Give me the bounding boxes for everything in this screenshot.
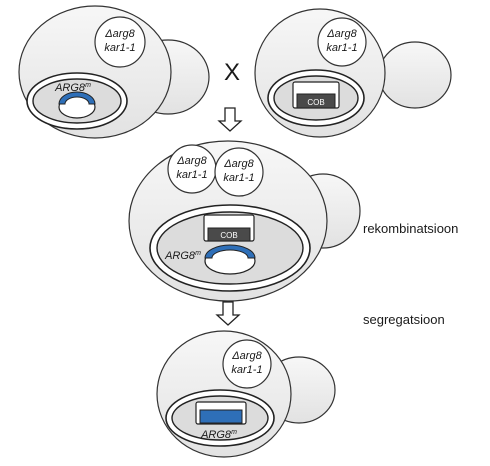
arg8m-gene-block	[199, 409, 243, 424]
arrow-down-1	[217, 107, 243, 132]
nucleus-genotype-line1: Δarg8	[104, 28, 135, 40]
nucleus	[317, 17, 367, 67]
cob-label: COB	[307, 98, 324, 107]
nucleus	[94, 16, 146, 68]
nucleus-genotype-line1: Δarg8	[326, 28, 357, 40]
cross-symbol: X	[224, 59, 240, 86]
nucleus-1-genotype-line2: kar1-1	[176, 169, 207, 181]
nucleus-2	[214, 147, 264, 197]
nucleus	[222, 339, 272, 389]
arg8m-label: ARG8m	[164, 250, 201, 262]
bud	[378, 41, 452, 109]
segregation-label: segregatsioon	[363, 312, 445, 327]
arg8m-label: ARG8m	[200, 429, 237, 441]
cob-gene	[296, 93, 336, 109]
nucleus-genotype-line2: kar1-1	[231, 364, 262, 376]
arg8m-label: ARG8m	[54, 82, 91, 94]
nucleus-1-genotype-line1: Δarg8	[176, 155, 207, 167]
arg8m-gene-arc	[58, 91, 96, 105]
recombination-label: rekombinatsioon	[363, 221, 458, 236]
cell-top-left: Δarg8 kar1-1 ARG8m	[18, 5, 210, 139]
nucleus-genotype-line1: Δarg8	[231, 350, 262, 362]
nucleus-2-genotype-line2: kar1-1	[223, 172, 254, 184]
nucleus-genotype-line2: kar1-1	[104, 42, 135, 54]
nucleus-genotype-line2: kar1-1	[326, 42, 357, 54]
arg8m-gene-arc	[204, 244, 256, 259]
cell-bottom: Δarg8 kar1-1 ARG8m	[156, 330, 336, 458]
cell-middle: Δarg8 kar1-1 Δarg8 kar1-1 COB ARG8m	[128, 140, 361, 302]
cell-top-right: Δarg8 kar1-1 COB	[254, 8, 452, 138]
cob-label: COB	[220, 231, 237, 240]
arrow-down-2	[215, 301, 241, 326]
cob-gene	[207, 227, 251, 242]
nucleus-2-genotype-line1: Δarg8	[223, 158, 254, 170]
